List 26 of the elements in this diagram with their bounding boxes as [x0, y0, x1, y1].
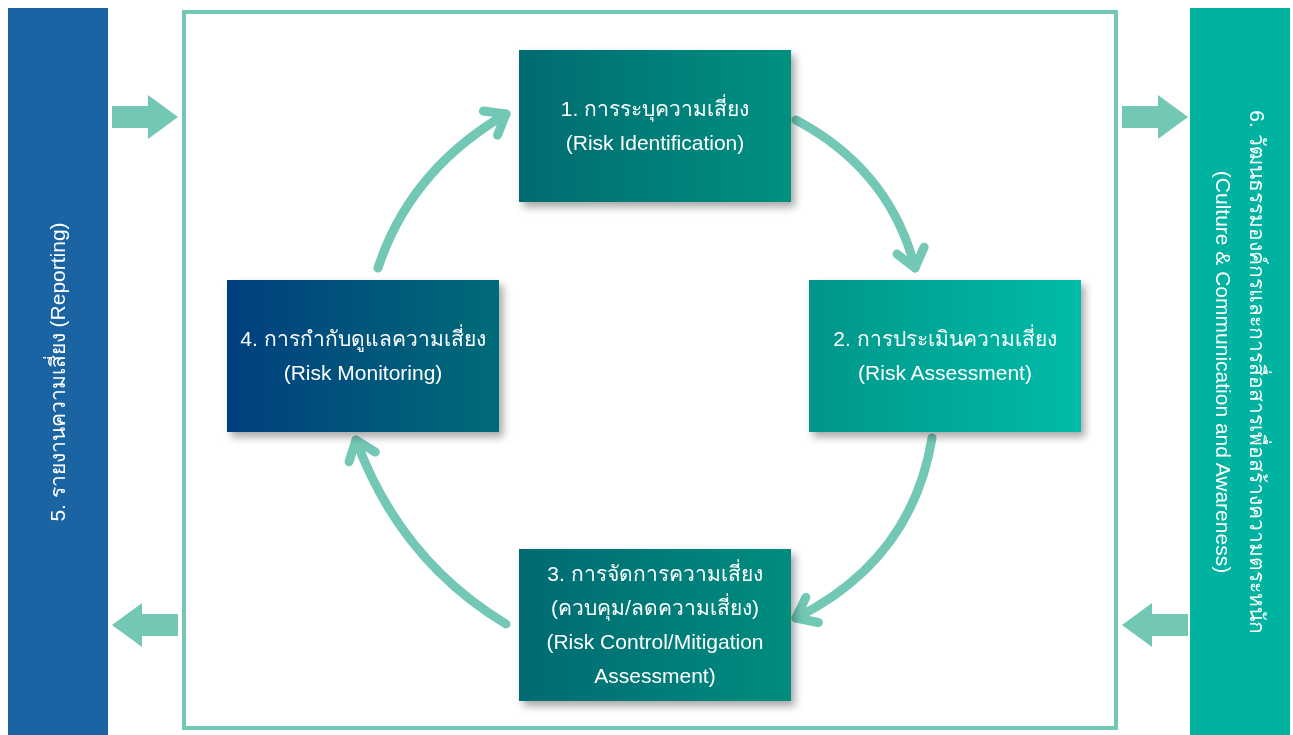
frame-box	[182, 10, 1118, 730]
step-label: (Risk Control/Mitigation Assessment)	[545, 629, 765, 689]
bar-label: 5. รายงานความเสี่ยง (Reporting)	[41, 221, 75, 522]
step-label: 1. การระบุความเสี่ยง	[560, 92, 750, 126]
side-bar	[8, 8, 108, 735]
curved-arrow	[345, 435, 511, 629]
step-box	[227, 280, 499, 432]
bar-label: 6. วัฒนธรรมองค์กรและการสื่อสารเพื่อสร้างความตระหนัก	[1240, 109, 1274, 634]
step-label: (Risk Assessment)	[858, 360, 1032, 386]
step-label: (Risk Monitoring)	[283, 360, 443, 386]
step-label: 4. การกำกับดูแลความเสี่ยง	[240, 322, 486, 356]
bar-label: (Culture & Communication and Awareness)	[1211, 170, 1236, 573]
block-arrow	[1122, 603, 1188, 647]
block-arrow	[112, 603, 178, 647]
curved-arrow	[791, 433, 937, 627]
step-label: 2. การประเมินความเสี่ยง	[833, 322, 1057, 356]
step-box	[519, 549, 791, 701]
block-arrow	[112, 95, 178, 139]
curved-arrow	[791, 115, 928, 273]
step-label: 3. การจัดการความเสี่ยง (ควบคุม/ลดความเสี่ยง)	[529, 557, 781, 625]
side-bar	[1190, 8, 1290, 735]
step-box	[809, 280, 1081, 432]
curved-arrow	[373, 107, 511, 273]
block-arrow	[1122, 95, 1188, 139]
step-box	[519, 50, 791, 202]
step-label: (Risk Identification)	[565, 130, 745, 156]
